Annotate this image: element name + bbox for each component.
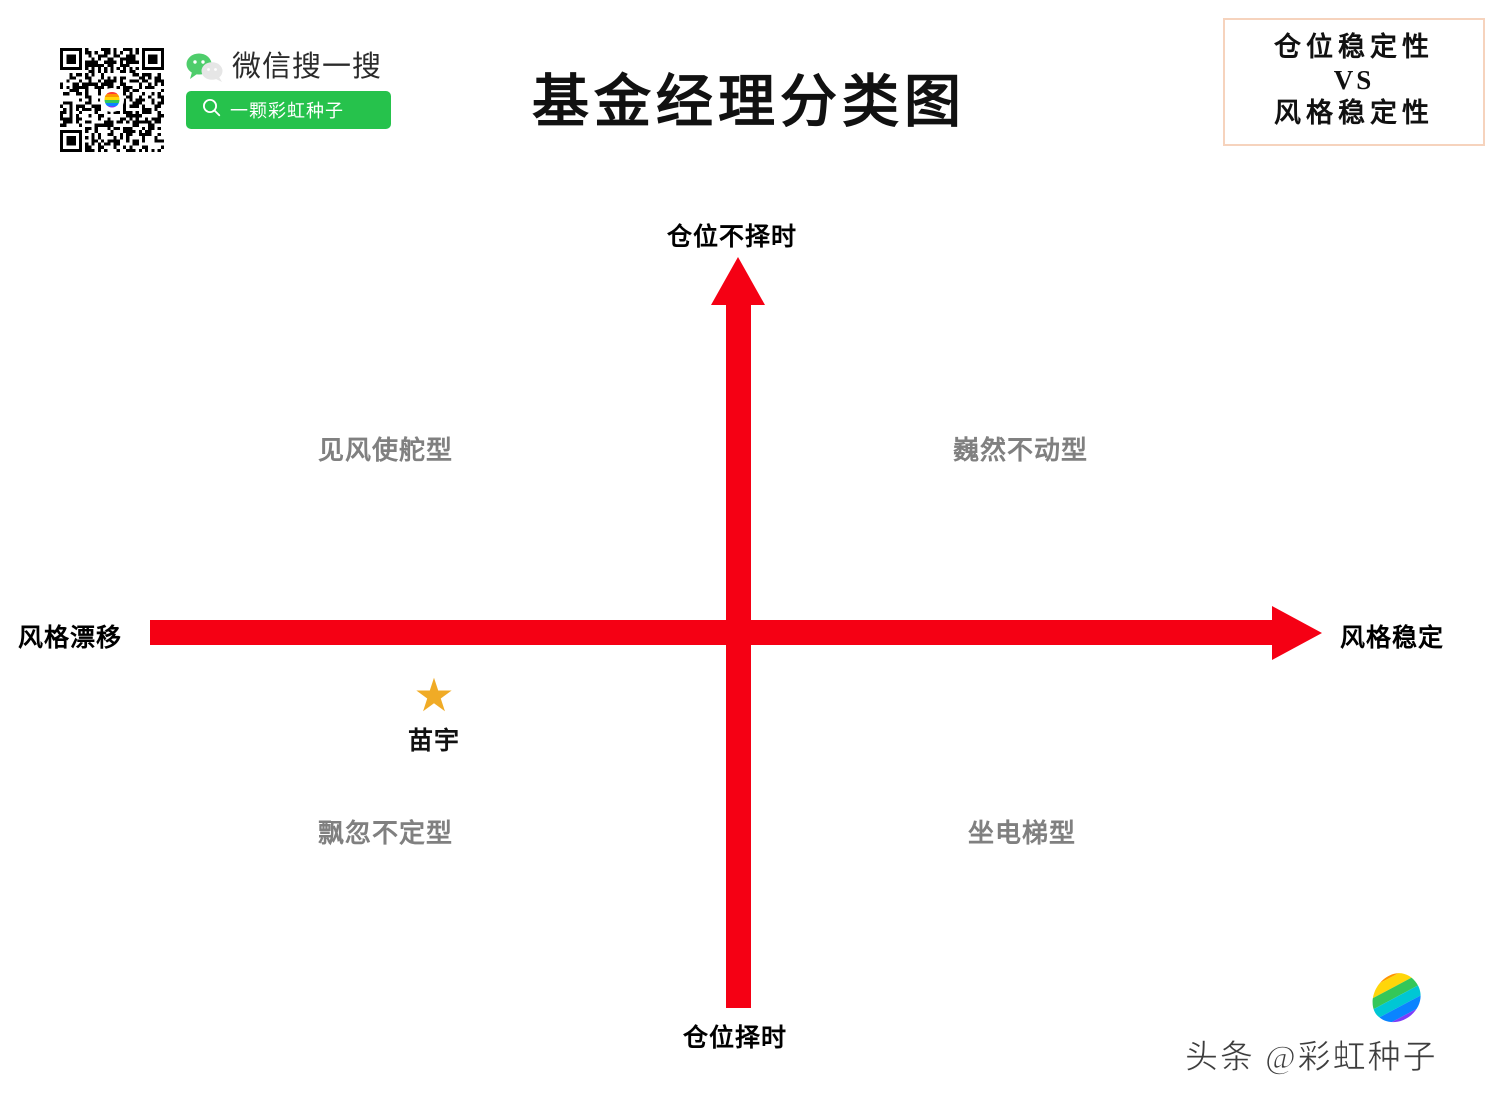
- watermark: 头条 @彩虹种子: [1185, 965, 1485, 1080]
- wechat-platform-label: 微信搜一搜: [232, 50, 383, 83]
- quadrant-label-bottom-left: 飘忽不定型: [318, 819, 454, 848]
- caption-vs-label: VS: [1333, 65, 1375, 96]
- caption-line-3: 风格稳定性: [1274, 98, 1434, 129]
- quadrant-label-top-right: 巍然不动型: [953, 436, 1089, 465]
- axis-label-bottom: 仓位择时: [683, 1025, 788, 1052]
- vertical-axis: [726, 290, 751, 1008]
- qr-code[interactable]: [60, 48, 164, 152]
- watermark-text: 头条 @彩虹种子: [1185, 1040, 1438, 1077]
- axis-label-right: 风格稳定: [1340, 625, 1445, 652]
- wechat-search-keyword: 一颗彩虹种子: [230, 101, 344, 121]
- qr-center-rainbow-logo: [100, 88, 124, 112]
- horizontal-axis: [150, 620, 1275, 645]
- comparison-caption-box: 仓位稳定性 VS 风格稳定性: [1223, 18, 1485, 146]
- right-arrow-icon: [1272, 606, 1322, 660]
- quadrant-label-bottom-right: 坐电梯型: [968, 819, 1077, 848]
- star-icon: ★: [413, 669, 455, 721]
- wechat-promo-right: 微信搜一搜 一颗彩虹种子: [186, 48, 391, 129]
- search-icon: [202, 98, 221, 122]
- axis-label-left: 风格漂移: [18, 625, 123, 652]
- quadrant-label-top-left: 见风使舵型: [318, 436, 454, 465]
- data-point-marker[interactable]: ★ 苗宇: [388, 672, 480, 757]
- wechat-search-button[interactable]: 一颗彩虹种子: [186, 91, 391, 129]
- wechat-promo-heading: 微信搜一搜: [186, 52, 391, 82]
- axis-label-top: 仓位不择时: [667, 224, 798, 251]
- up-arrow-icon: [711, 257, 765, 305]
- caption-line-1: 仓位稳定性: [1274, 32, 1434, 62]
- wechat-bubbles-icon: [186, 52, 224, 82]
- wechat-promo-block: 微信搜一搜 一颗彩虹种子: [60, 48, 391, 152]
- data-point-label: 苗宇: [407, 728, 460, 755]
